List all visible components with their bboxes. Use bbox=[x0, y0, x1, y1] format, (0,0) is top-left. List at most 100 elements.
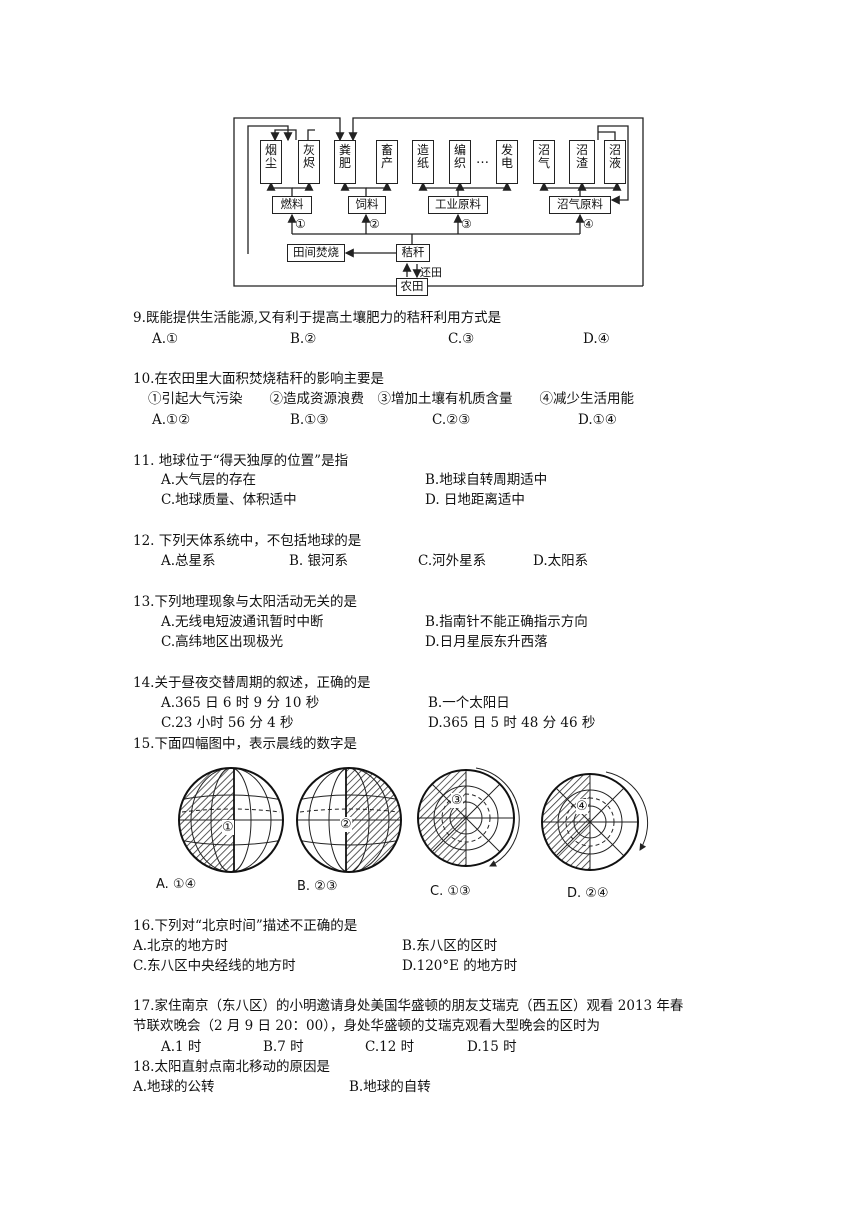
q17-option-c: C.12 时 bbox=[365, 1039, 415, 1055]
globe-3-number: ③ bbox=[451, 793, 463, 808]
q10-option-d: D.①④ bbox=[578, 412, 617, 428]
box-biogas-residue: 沼渣 bbox=[569, 140, 595, 184]
box-fuel: 燃料 bbox=[272, 196, 312, 214]
box-fodder: 饲料 bbox=[348, 196, 386, 214]
q14-option-d: D.365 日 5 时 48 分 46 秒 bbox=[428, 715, 596, 731]
box-ash: 灰烬 bbox=[298, 140, 320, 184]
box-text: 灰 bbox=[302, 143, 315, 157]
box-text: 渣 bbox=[575, 156, 588, 170]
globe-2-number: ② bbox=[340, 817, 352, 832]
q16-option-d: D.120°E 的地方时 bbox=[402, 958, 518, 974]
box-biogas: 沼气 bbox=[533, 140, 555, 184]
q11-option-d: D. 日地距离适中 bbox=[425, 492, 525, 508]
q14-option-b: B.一个太阳日 bbox=[428, 695, 510, 711]
q12-option-d: D.太阳系 bbox=[533, 553, 589, 569]
box-text: 沼 bbox=[575, 143, 588, 157]
q9-option-a: A.① bbox=[152, 331, 179, 347]
q10-stem: 10.在农田里大面积焚烧秸秆的影响主要是 bbox=[133, 371, 384, 387]
diagram-connector-lines bbox=[233, 117, 644, 291]
box-power: 发电 bbox=[496, 140, 518, 184]
q14-stem: 14.关于昼夜交替周期的叙述，正确的是 bbox=[133, 675, 371, 691]
q11-option-a: A.大气层的存在 bbox=[161, 472, 257, 488]
box-livestock: 畜产 bbox=[376, 140, 398, 184]
box-text: 电 bbox=[500, 156, 513, 170]
box-text: 沼 bbox=[608, 143, 621, 157]
q16-option-b: B.东八区的区时 bbox=[402, 938, 498, 954]
q18-option-b: B.地球的自转 bbox=[349, 1079, 431, 1095]
q12-option-c: C.河外星系 bbox=[418, 553, 487, 569]
box-text: 烬 bbox=[302, 156, 315, 170]
q10-option-a: A.①② bbox=[152, 412, 191, 428]
q15-option-b: B. ②③ bbox=[297, 879, 338, 894]
q16-option-a: A.北京的地方时 bbox=[133, 938, 229, 954]
q9-option-d: D.④ bbox=[583, 331, 610, 347]
box-text: 纸 bbox=[416, 156, 429, 170]
q15-option-c: C. ①③ bbox=[430, 884, 471, 899]
q13-stem: 13.下列地理现象与太阳活动无关的是 bbox=[133, 594, 357, 610]
box-text: 粪 bbox=[338, 143, 351, 157]
q17-stem-line1: 17.家住南京（东八区）的小明邀请身处美国华盛顿的朋友艾瑞克（西五区）观看 20… bbox=[133, 998, 684, 1014]
circled-number-1: ① bbox=[295, 217, 306, 231]
box-industrial-material: 工业原料 bbox=[428, 196, 488, 214]
q11-option-b: B.地球自转周期适中 bbox=[425, 472, 548, 488]
q12-option-a: A.总星系 bbox=[161, 553, 216, 569]
box-text: 尘 bbox=[264, 156, 277, 170]
q15-option-d: D. ②④ bbox=[567, 886, 609, 901]
q10-option-c: C.②③ bbox=[432, 412, 471, 428]
q18-option-a: A.地球的公转 bbox=[133, 1079, 215, 1095]
box-text: 气 bbox=[537, 156, 550, 170]
q12-stem: 12. 下列天体系统中，不包括地球的是 bbox=[133, 533, 362, 549]
q10-items: ①引起大气污染 ②造成资源浪费 ③增加土壤有机质含量 ④减少生活用能 bbox=[148, 391, 634, 407]
box-text: 烟 bbox=[264, 143, 277, 157]
q15-option-a: A. ①④ bbox=[156, 877, 197, 892]
globe-4-number: ④ bbox=[576, 799, 588, 814]
box-text: 编 bbox=[453, 143, 466, 157]
box-manure: 粪肥 bbox=[334, 140, 356, 184]
q14-option-a: A.365 日 6 时 9 分 10 秒 bbox=[161, 695, 320, 711]
q17-option-a: A.1 时 bbox=[161, 1039, 202, 1055]
circled-number-3: ③ bbox=[461, 217, 472, 231]
box-text: 沼 bbox=[537, 143, 550, 157]
q14-option-c: C.23 小时 56 分 4 秒 bbox=[161, 715, 294, 731]
globe-4 bbox=[541, 771, 649, 871]
globe-1-number: ① bbox=[222, 820, 234, 835]
box-field-burning: 田间焚烧 bbox=[287, 244, 345, 262]
box-text: 液 bbox=[608, 156, 621, 170]
q13-option-d: D.日月星辰东升西落 bbox=[425, 634, 548, 650]
circled-number-2: ② bbox=[369, 217, 380, 231]
q9-option-b: B.② bbox=[290, 331, 317, 347]
q11-stem: 11. 地球位于“得天独厚的位置”是指 bbox=[133, 453, 349, 469]
q13-option-c: C.高纬地区出现极光 bbox=[161, 634, 284, 650]
q16-option-c: C.东八区中央经线的地方时 bbox=[133, 958, 296, 974]
box-text: 发 bbox=[500, 143, 513, 157]
globe-3 bbox=[417, 767, 520, 867]
q9-option-c: C.③ bbox=[448, 331, 475, 347]
box-farmland: 农田 bbox=[396, 278, 428, 296]
q9-stem: 9.既能提供生活能源,又有利于提高土壤肥力的秸秆利用方式是 bbox=[133, 310, 502, 326]
box-text: 产 bbox=[380, 156, 393, 170]
q15-stem: 15.下面四幅图中，表示晨线的数字是 bbox=[133, 736, 357, 752]
q13-option-b: B.指南针不能正确指示方向 bbox=[425, 614, 588, 630]
box-papermaking: 造纸 bbox=[412, 140, 434, 184]
q13-option-a: A.无线电短波通讯暂时中断 bbox=[161, 614, 324, 630]
return-to-field-label: 还田 bbox=[420, 266, 442, 279]
q17-stem-line2: 节联欢晚会（2 月 9 日 20：00），身处华盛顿的艾瑞克观看大型晚会的区时为 bbox=[133, 1018, 600, 1034]
box-straw: 秸秆 bbox=[396, 244, 430, 262]
circled-number-4: ④ bbox=[583, 217, 594, 231]
diagram-ellipsis: … bbox=[476, 152, 489, 167]
q17-option-d: D.15 时 bbox=[467, 1039, 517, 1055]
q11-option-c: C.地球质量、体积适中 bbox=[161, 492, 297, 508]
box-weaving: 编织 bbox=[449, 140, 471, 184]
box-smoke-dust: 烟尘 bbox=[260, 140, 282, 184]
q12-option-b: B. 银河系 bbox=[289, 553, 349, 569]
box-text: 造 bbox=[416, 143, 429, 157]
box-text: 肥 bbox=[338, 156, 351, 170]
q17-option-b: B.7 时 bbox=[263, 1039, 304, 1055]
q16-stem: 16.下列对“北京时间”描述不正确的是 bbox=[133, 918, 358, 934]
box-text: 织 bbox=[453, 156, 466, 170]
box-biogas-slurry: 沼液 bbox=[604, 140, 626, 184]
q18-stem: 18.太阳直射点南北移动的原因是 bbox=[133, 1059, 330, 1075]
box-text: 畜 bbox=[380, 143, 393, 157]
q10-option-b: B.①③ bbox=[290, 412, 329, 428]
box-biogas-material: 沼气原料 bbox=[549, 196, 611, 214]
